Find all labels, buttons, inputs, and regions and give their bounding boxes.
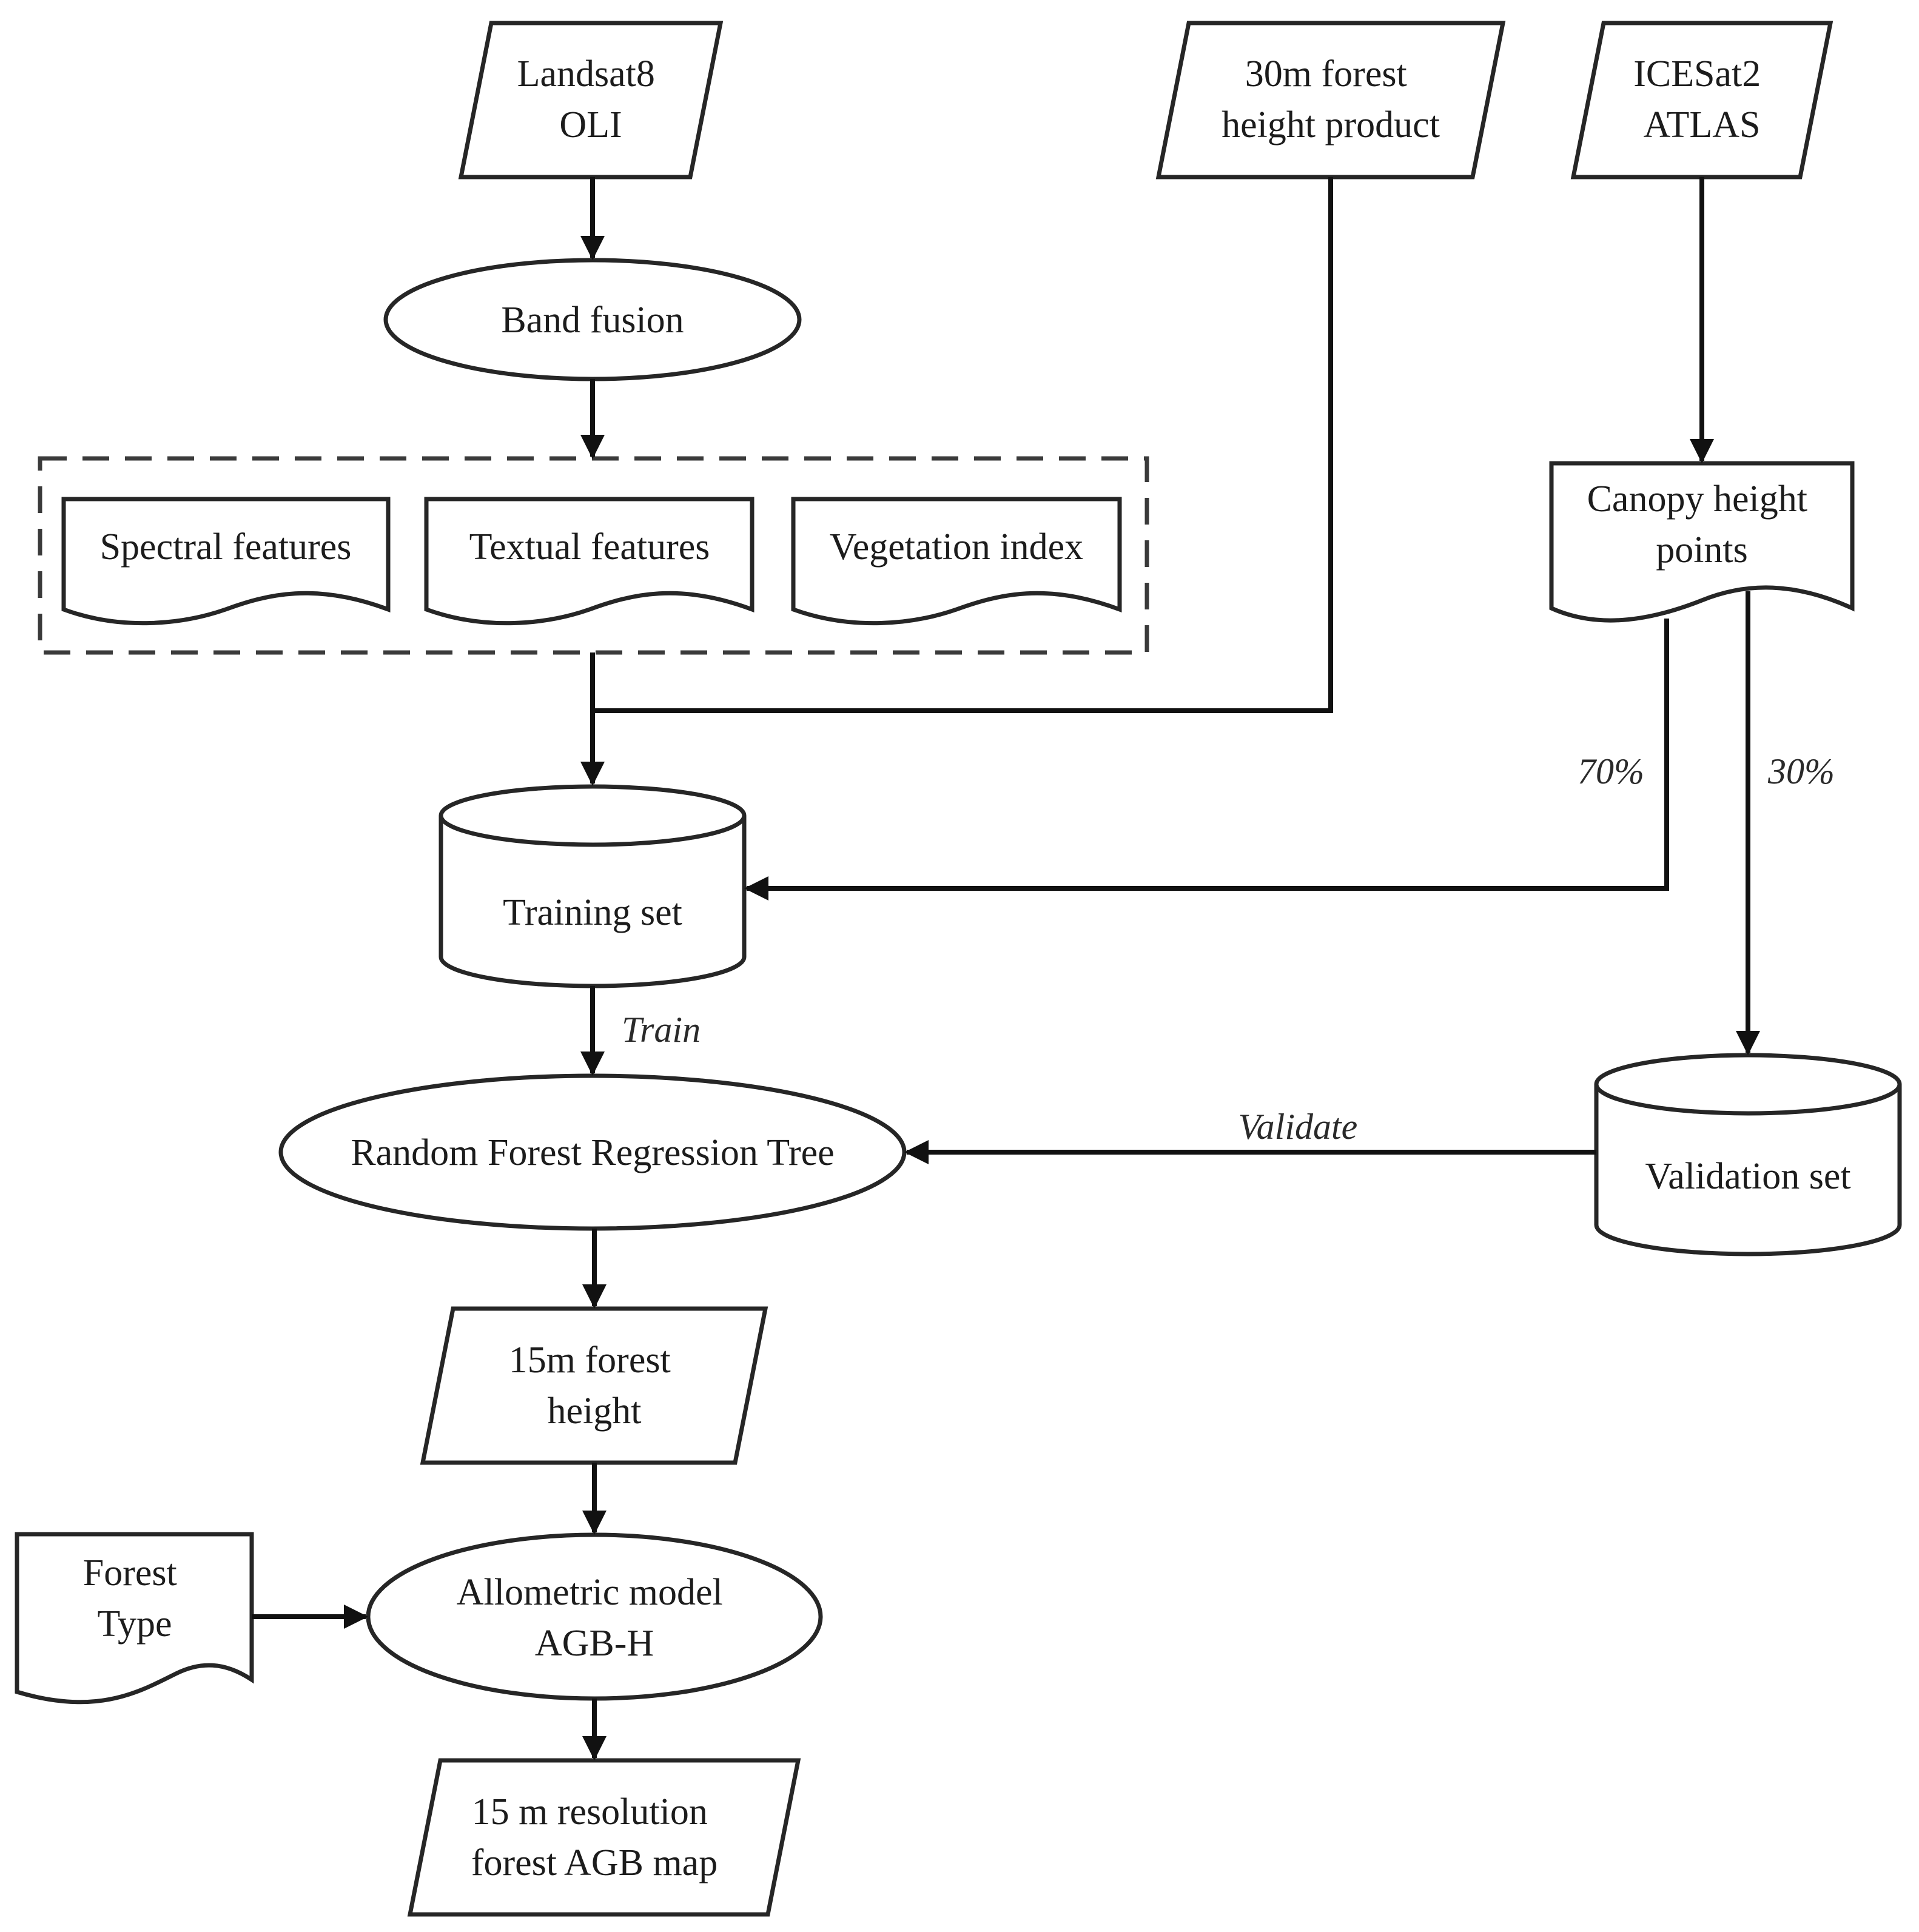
node-validation-set: Validation set: [1594, 1053, 1902, 1256]
node-15m-forest-height-text: 15m forest height: [509, 1340, 680, 1432]
node-forest-type: Forest Type: [15, 1532, 254, 1705]
node-textual-features-text: Textual features: [469, 526, 710, 568]
node-landsat8-oli-text: Landsat8 OLI: [517, 53, 665, 146]
node-vegetation-index-text: Vegetation index: [830, 526, 1083, 568]
edge-forest-product-merge: [593, 177, 1333, 713]
node-spectral-features: Spectral features: [61, 497, 391, 626]
edge-canopy-70-to-training-set: [744, 619, 1669, 901]
node-band-fusion-text: Band fusion: [501, 300, 684, 341]
node-training-set-text: Training set: [503, 892, 682, 933]
node-textual-features: Textual features: [424, 497, 754, 626]
node-canopy-height-points-text: Canopy height points: [1587, 478, 1817, 571]
node-15m-forest-height: 15m forest height: [420, 1306, 768, 1465]
edge-label-validate: Validate: [1238, 1107, 1358, 1147]
node-validation-set-text: Validation set: [1645, 1156, 1850, 1197]
node-icesat2-atlas-text: ICESat2 ATLAS: [1633, 53, 1770, 146]
node-training-set: Training set: [439, 784, 747, 988]
node-agb-map-text: 15 m resolution forest AGB map: [471, 1791, 718, 1883]
node-allometric-model: Allometric model AGB-H: [366, 1532, 823, 1701]
edge-label-70-percent: 70%: [1578, 751, 1644, 791]
node-random-forest-regression-tree: Random Forest Regression Tree: [278, 1073, 907, 1231]
node-allometric-model-text: Allometric model AGB-H: [457, 1572, 733, 1664]
node-canopy-height-points: Canopy height points: [1549, 461, 1855, 623]
node-landsat8-oli: Landsat8 OLI: [458, 21, 724, 179]
node-icesat2-atlas: ICESat2 ATLAS: [1570, 21, 1833, 179]
node-random-forest-regression-tree-text: Random Forest Regression Tree: [351, 1132, 834, 1173]
node-forest-type-text: Forest Type: [83, 1552, 187, 1645]
node-agb-map: 15 m resolution forest AGB map: [407, 1758, 801, 1917]
edge-label-30-percent: 30%: [1767, 751, 1835, 791]
node-vegetation-index: Vegetation index: [791, 497, 1122, 626]
node-band-fusion: Band fusion: [383, 258, 802, 381]
node-spectral-features-text: Spectral features: [100, 526, 352, 568]
edge-label-train: Train: [622, 1010, 701, 1050]
node-30m-forest-height-product: 30m forest height product: [1155, 21, 1506, 179]
node-30m-forest-height-product-text: 30m forest height product: [1222, 53, 1440, 146]
